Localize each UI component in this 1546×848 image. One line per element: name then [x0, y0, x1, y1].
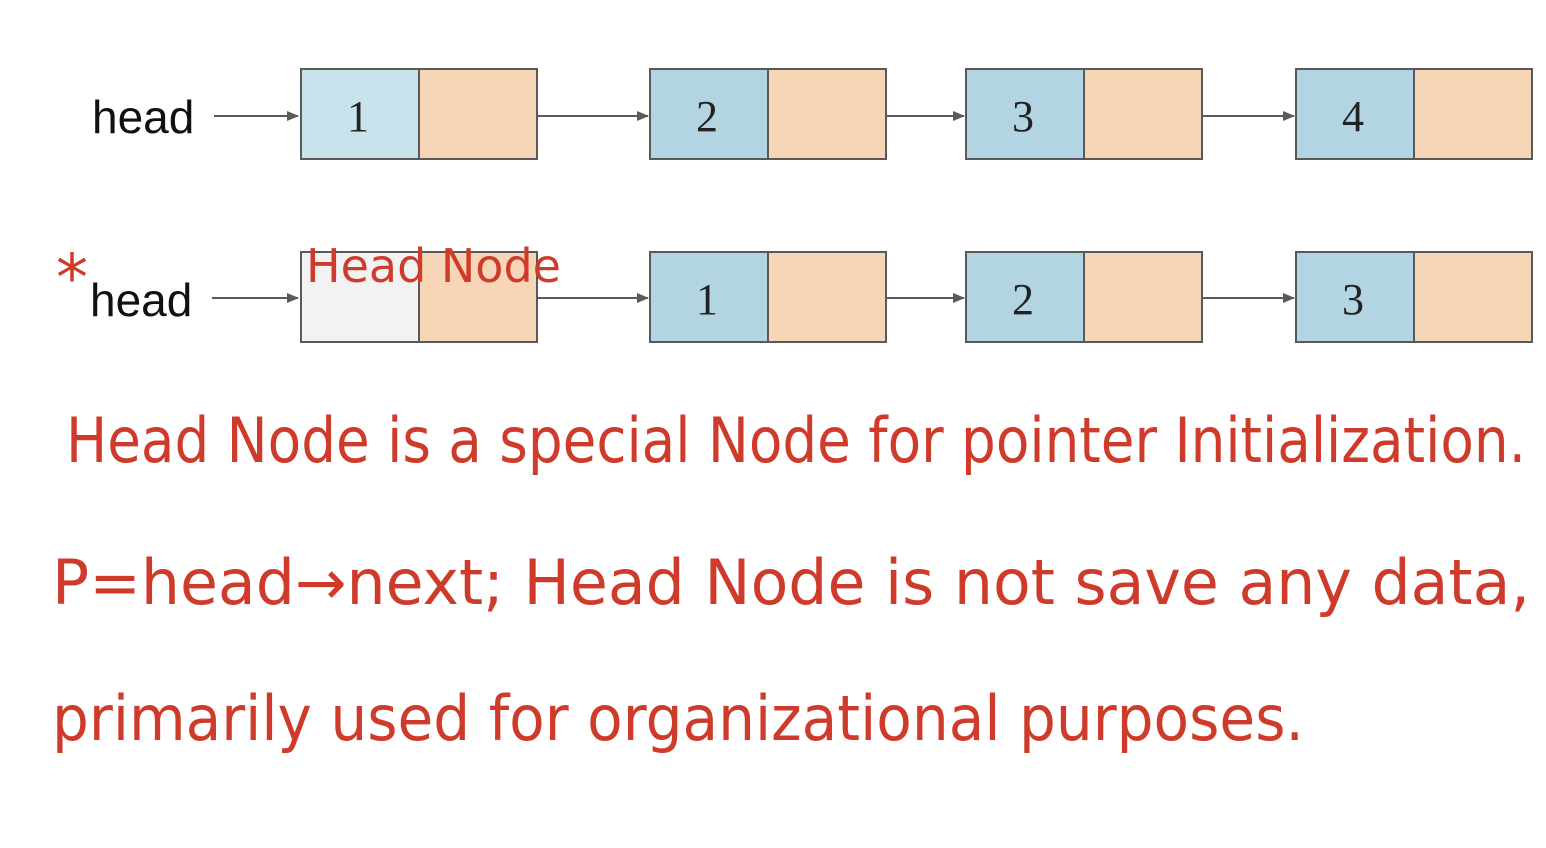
node-data-cell — [649, 251, 769, 343]
head-node-data-cell — [300, 251, 420, 343]
node-next-cell — [1413, 251, 1533, 343]
list-node: 3 — [1295, 251, 1533, 343]
node-value: 2 — [1012, 275, 1034, 324]
node-next-cell — [418, 68, 538, 160]
list-node: 3 — [965, 68, 1203, 160]
note-line-2: P=head→next; Head Node is not save any d… — [52, 546, 1530, 619]
node-data-cell — [1295, 68, 1415, 160]
node-value: 1 — [696, 275, 718, 324]
node-next-cell — [1083, 68, 1203, 160]
list-node: 4 — [1295, 68, 1533, 160]
list-node: 2 — [965, 251, 1203, 343]
head-node: Head Node — [300, 239, 561, 343]
handwritten-notes: Head Node is a special Node for pointer … — [52, 404, 1530, 755]
head-node-annotation: Head Node — [306, 239, 561, 293]
note-line-1: Head Node is a special Node for pointer … — [66, 404, 1526, 477]
node-value: 1 — [347, 92, 369, 141]
node-value: 3 — [1012, 92, 1034, 141]
node-value: 3 — [1342, 275, 1364, 324]
list-node: 1 — [300, 68, 538, 160]
head-pointer-label: head — [92, 91, 194, 143]
node-data-cell — [649, 68, 769, 160]
list-row-plain: head 1 2 3 4 — [92, 68, 1533, 160]
list-row-with-head-node: * head Head Node 1 2 3 — [56, 239, 1533, 343]
node-data-cell — [1295, 251, 1415, 343]
list-node: 1 — [649, 251, 887, 343]
node-value: 2 — [696, 92, 718, 141]
node-next-cell — [767, 251, 887, 343]
asterisk-mark: * — [56, 242, 88, 316]
node-next-cell — [1083, 251, 1203, 343]
node-next-cell — [1413, 68, 1533, 160]
node-value: 4 — [1342, 92, 1364, 141]
node-next-cell — [767, 68, 887, 160]
list-node: 2 — [649, 68, 887, 160]
node-data-cell — [965, 68, 1085, 160]
head-pointer-label: head — [90, 274, 192, 326]
note-line-3: primarily used for organizational purpos… — [52, 682, 1304, 755]
